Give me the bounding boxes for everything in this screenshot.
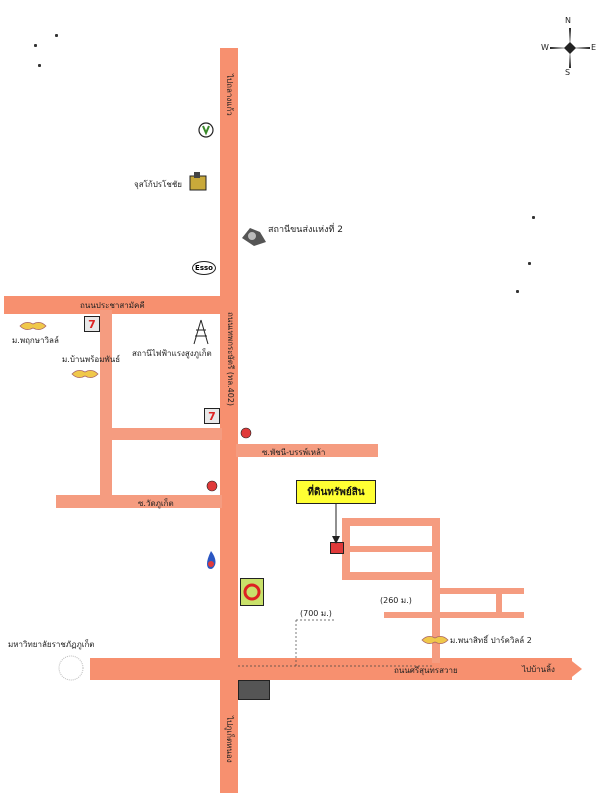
site-road-right [432, 518, 440, 663]
temple-marker-icon-2 [206, 480, 218, 492]
soi-1-label: ซ.พัชนี-บรรพ์เหล้า [262, 448, 326, 457]
seven-eleven-icon-2: 7 [204, 408, 220, 424]
jusco-label: จุสโก้ปรโชชัย [134, 180, 182, 189]
compass-s: S [565, 68, 571, 77]
main-road [220, 48, 238, 793]
handshake-icon [19, 322, 47, 330]
distance-700-label: (700 ม.) [300, 609, 332, 618]
scan-dot [38, 64, 41, 67]
top-road-label: ไปถลางแก้ว [225, 74, 234, 116]
seven-eleven-icon: 7 [84, 316, 100, 332]
transport-station-label: สถานีขนส่งแห่งที่ 2 [268, 225, 343, 235]
university-label: มหาวิทยาลัยราชภัฏภูเก็ต [8, 640, 95, 649]
distance-260-label: (260 ม.) [380, 596, 412, 605]
soi-wat-road [56, 495, 222, 508]
east-road-1 [440, 588, 524, 594]
arrow-right-icon [568, 658, 582, 680]
jusco-store-icon [189, 172, 207, 191]
soi-2-label: ซ.วัดภูเก็ต [138, 499, 174, 508]
scan-dot [532, 216, 535, 219]
east-road-2 [384, 612, 524, 618]
srisoonthorn-label: ถนนศรีสุนทรสวาย [394, 666, 458, 675]
panasit-park-label: ม.พนาสิทธิ์ ปาร์ควิลล์ 2 [450, 636, 532, 645]
power-tower-icon [193, 319, 209, 345]
site-road-left [342, 518, 350, 580]
bigc-store-icon [240, 578, 264, 606]
site-road-top [342, 518, 440, 526]
main-road-label: ถนนเทพกระษัตรี (ทล.402) [226, 312, 235, 407]
pointer-arrow-icon [332, 500, 340, 544]
compass-e: E [591, 43, 597, 52]
baan-prakphan-label: ม.บ้านพร้อมพันธ์ [62, 355, 121, 364]
pttsign-icon [198, 122, 214, 138]
inner-road-1 [112, 428, 222, 440]
soi-patchani-road [236, 444, 378, 457]
compass-icon [550, 28, 590, 68]
scan-dot [516, 290, 519, 293]
scan-dot [55, 34, 58, 37]
prachanukhro-road [4, 296, 236, 314]
compass-n: N [565, 16, 571, 25]
scan-dot [34, 44, 37, 47]
phruek-village-label: ม.พฤกษาวิลล์ [12, 336, 59, 345]
compass-w: W [541, 43, 549, 52]
srisoonthorn-road [90, 658, 572, 680]
prachanukhro-label: ถนนประชาสามัคคี [80, 301, 145, 310]
site-marker-icon[interactable] [330, 542, 344, 554]
esso-icon: Esso [192, 261, 216, 275]
distance-line-700 [238, 619, 432, 667]
site-road-bottom [342, 572, 440, 580]
gas-station-icon [207, 551, 216, 569]
land-site-label[interactable]: ที่ดินทรัพย์สิน [296, 480, 376, 504]
scan-dot [528, 262, 531, 265]
handshake-icon-2 [71, 370, 99, 378]
university-emblem-icon [58, 655, 84, 681]
electricity-label: สถานีไฟฟ้าแรงสูงภูเก็ต [132, 349, 212, 358]
bottom-road-label: ไปภูเก็ตหนอง [225, 716, 234, 763]
arrow-up-icon [220, 48, 238, 62]
left-branch-road [100, 310, 112, 500]
east-road-link [496, 590, 502, 616]
building-icon [238, 680, 270, 700]
compass-rose: N S E W [540, 16, 600, 78]
handshake-icon-3 [421, 636, 449, 644]
transport-station-icon [242, 228, 266, 246]
site-road-middle [350, 546, 432, 552]
to-baan-ko-label: ไปบ้านลิ้ง [522, 665, 555, 674]
temple-marker-icon [240, 427, 252, 439]
